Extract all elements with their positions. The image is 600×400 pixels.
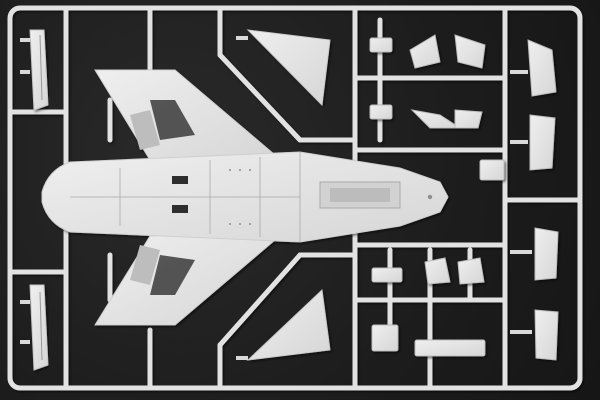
left-bottom-part <box>29 284 49 371</box>
tailplane-bottom <box>246 288 331 361</box>
small-parts-top <box>369 34 557 181</box>
left-top-part <box>29 29 49 111</box>
sprue-gates <box>20 36 532 360</box>
fuselage-lower-half <box>41 69 449 326</box>
small-parts-bottom <box>371 227 559 361</box>
tailplane-top <box>246 29 331 107</box>
